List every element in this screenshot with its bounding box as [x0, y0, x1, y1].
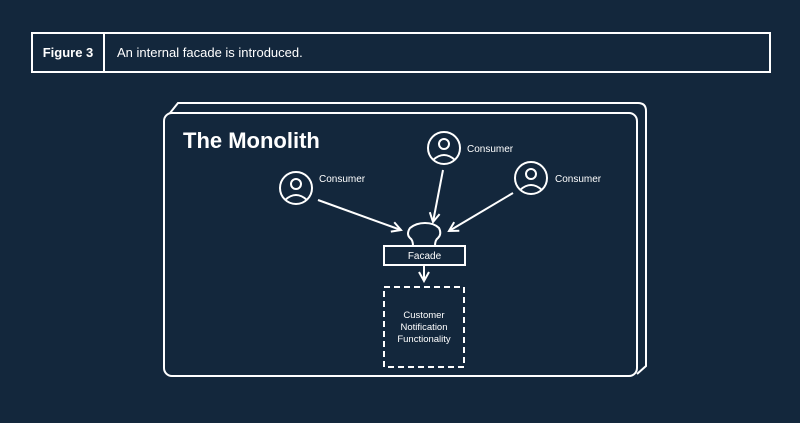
figure-caption: Figure 3 An internal facade is introduce…	[31, 32, 771, 73]
figure-caption-text: An internal facade is introduced.	[117, 45, 303, 60]
facade-label: Facade	[408, 251, 442, 262]
facade-knob	[407, 221, 442, 247]
arrow-middle-to-facade	[433, 169, 444, 222]
user-icon	[514, 161, 548, 195]
consumer-label: Consumer	[467, 144, 514, 155]
arrow-left-to-facade	[317, 199, 401, 230]
monolith-title: The Monolith	[183, 128, 320, 153]
monolith-back-face	[169, 102, 647, 375]
arrow-right-to-facade	[449, 192, 514, 231]
notification-component	[383, 286, 465, 368]
consumer-label: Consumer	[319, 174, 366, 185]
consumer-label: Consumer	[555, 174, 602, 185]
figure-number: Figure 3	[33, 34, 105, 71]
component-label-line-2: Notification	[401, 322, 448, 333]
component-label-line-3: Functionality	[397, 334, 451, 345]
consumer-middle: Consumer	[427, 131, 514, 165]
consumer-right: Consumer	[514, 161, 602, 195]
component-label-line-1: Customer	[403, 310, 444, 321]
user-icon	[279, 171, 313, 205]
user-icon	[427, 131, 461, 165]
consumer-left: Consumer	[279, 171, 366, 205]
facade-box	[383, 245, 466, 266]
